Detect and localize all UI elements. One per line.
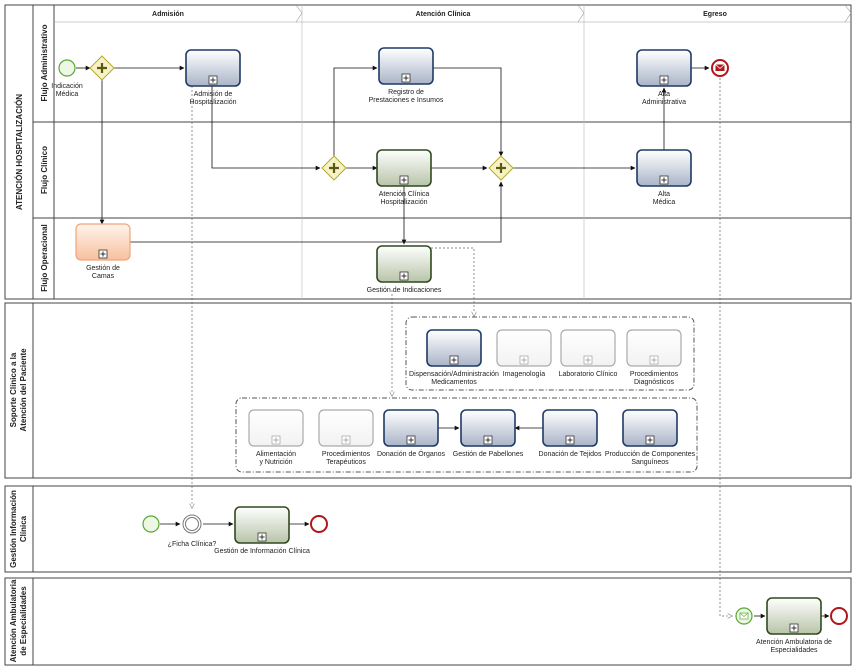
task-label: Medicamentos bbox=[431, 379, 477, 386]
task-label: Administrativa bbox=[642, 99, 686, 106]
lane-title-clinico: Flujo Clínico bbox=[40, 146, 49, 194]
pool-title-gic-2: Clínica bbox=[19, 515, 28, 542]
task-label: Sanguíneos bbox=[631, 459, 669, 466]
task-label: Camas bbox=[92, 273, 115, 280]
task-label: Hospitalización bbox=[189, 99, 236, 106]
task-label: Producción de Componentes bbox=[605, 451, 696, 458]
message-flows bbox=[192, 78, 732, 616]
task-label: Atención Clínica bbox=[379, 191, 430, 198]
end-event-message-egreso bbox=[711, 59, 729, 77]
phase-egreso: Egreso bbox=[703, 11, 727, 18]
task-label: Prestaciones e Insumos bbox=[369, 97, 444, 104]
task-label: Registro de bbox=[388, 89, 424, 96]
task-label: Alta bbox=[658, 91, 670, 98]
pool-atencion-ambulatoria: Atención Ambulatoria de Especialidades bbox=[4, 577, 852, 666]
task-gestion-pabellones: Gestión de Pabellones bbox=[453, 409, 524, 458]
task-label: Dispensación/Administración bbox=[409, 371, 499, 378]
task-label: Atención Ambulatoria de bbox=[756, 639, 832, 646]
task-label: Médica bbox=[653, 199, 676, 206]
end-event-amb bbox=[830, 607, 848, 625]
task-label: Procedimientos bbox=[322, 451, 371, 458]
task-label: Imagenología bbox=[503, 371, 546, 378]
parallel-gateway-split-clinica bbox=[321, 155, 347, 181]
start-event-message-amb bbox=[735, 607, 753, 625]
pool-title-gic-1: Gestión Información bbox=[9, 490, 18, 568]
task-donacion-organos: Donación de Órganos bbox=[377, 409, 446, 458]
pool-title-soporte-1: Soporte Clínico a la bbox=[9, 352, 18, 427]
pool-title-soporte-2: Atención del Paciente bbox=[19, 348, 28, 432]
start-event-gic bbox=[142, 515, 160, 533]
sequence-flows bbox=[76, 65, 830, 619]
task-label: Admisión de bbox=[194, 91, 233, 98]
task-label: y Nutrición bbox=[259, 459, 292, 466]
task-imagenologia: Imagenología bbox=[496, 329, 552, 378]
task-label: Gestión de Indicaciones bbox=[367, 287, 442, 294]
task-laboratorio: Laboratorio Clínico bbox=[559, 329, 618, 378]
ficha-label: ¿Ficha Clínica? bbox=[168, 541, 217, 548]
task-label: Donación de Tejidos bbox=[539, 451, 602, 458]
pool-title-amb-1: Atención Ambulatoria bbox=[9, 579, 18, 662]
pool-title-main: ATENCIÓN HOSPITALIZACIÓN bbox=[15, 94, 24, 210]
phase-admision: Admisión bbox=[152, 11, 184, 18]
lane-title-operacional: Flujo Operacional bbox=[40, 224, 49, 292]
phase-atencion-clinica: Atención Clínica bbox=[416, 11, 471, 18]
task-label: Gestión de Información Clínica bbox=[214, 548, 310, 555]
indicacion-label-2: Médica bbox=[56, 91, 79, 98]
task-label: Alimentación bbox=[256, 451, 296, 458]
task-label: Alta bbox=[658, 191, 670, 198]
lane-title-administrativo: Flujo Administrativo bbox=[40, 24, 49, 101]
task-label: Donación de Órganos bbox=[377, 449, 446, 458]
intermediate-event-ficha bbox=[182, 514, 202, 534]
task-label: Hospitalización bbox=[380, 199, 427, 206]
pool-title-amb-2: de Especialidades bbox=[19, 586, 28, 656]
task-label: Laboratorio Clínico bbox=[559, 371, 618, 378]
task-label: Procedimientos bbox=[630, 371, 679, 378]
task-donacion-tejidos: Donación de Tejidos bbox=[539, 409, 602, 458]
group-soporte-inferior bbox=[235, 397, 698, 473]
task-gestion-indicaciones: Gestión de Indicaciones bbox=[367, 245, 442, 294]
parallel-gateway-admision bbox=[89, 55, 115, 81]
task-label: Especialidades bbox=[770, 647, 818, 654]
task-label: Terapéuticos bbox=[326, 459, 366, 466]
indicacion-label-1: Indicación bbox=[51, 83, 83, 90]
task-label: Diagnósticos bbox=[634, 379, 675, 386]
start-event-indicacion bbox=[58, 59, 76, 77]
parallel-gateway-join-clinica bbox=[488, 155, 514, 181]
end-event-gic bbox=[310, 515, 328, 533]
task-label: Gestión de bbox=[86, 265, 120, 272]
pool-gestion-informacion-clinica: Gestión Información Clínica bbox=[4, 485, 852, 573]
task-gestion-info-clinica: Gestión de Información Clínica bbox=[214, 506, 310, 555]
task-label: Gestión de Pabellones bbox=[453, 451, 524, 458]
group-soporte-superior bbox=[405, 316, 695, 391]
